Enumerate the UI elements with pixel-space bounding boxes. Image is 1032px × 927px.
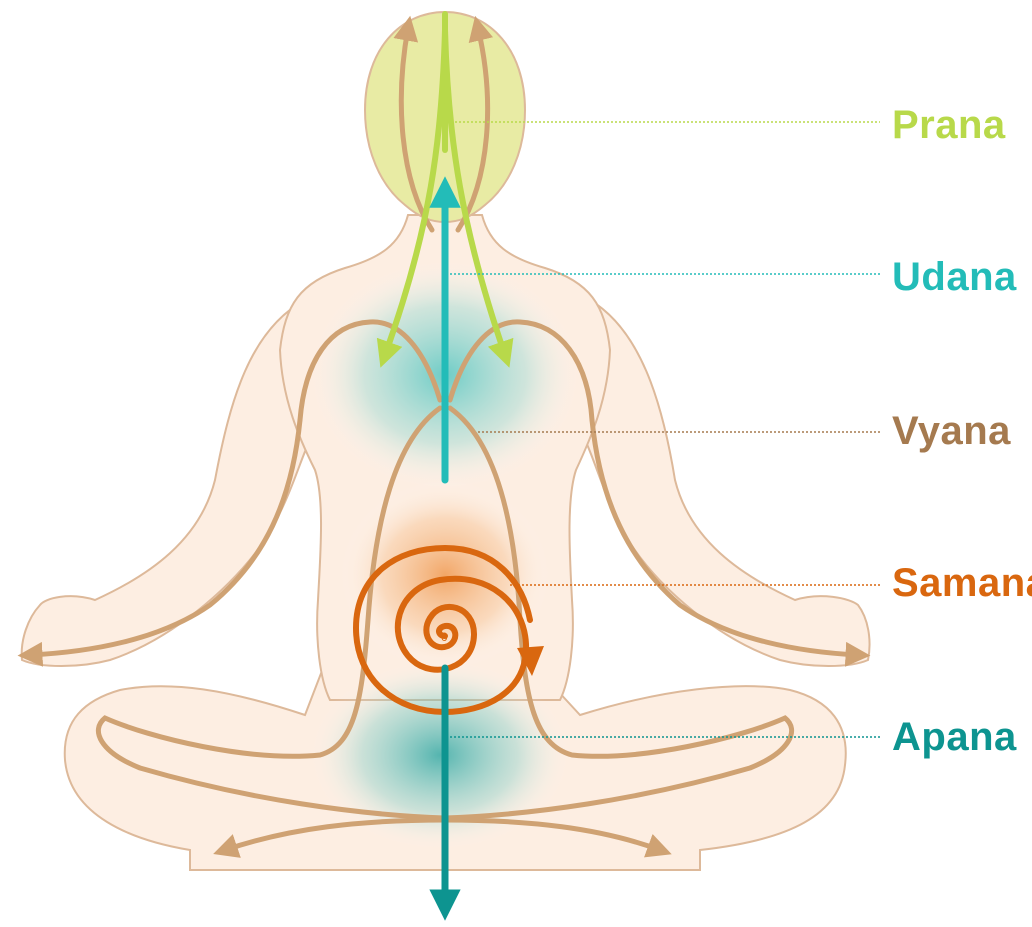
apana-label: Apana [892, 715, 1017, 759]
samana-spiral-center-mark: 0 [441, 630, 448, 644]
prana-label: Prana [892, 103, 1006, 147]
left-arm-shape [22, 300, 310, 666]
udana-label: Udana [892, 255, 1017, 299]
samana-label: Samana [892, 561, 1032, 605]
vyana-label: Vyana [892, 409, 1011, 453]
right-arm-shape [585, 300, 870, 666]
labels: Prana Udana Vyana Samana Apana [892, 103, 1032, 759]
